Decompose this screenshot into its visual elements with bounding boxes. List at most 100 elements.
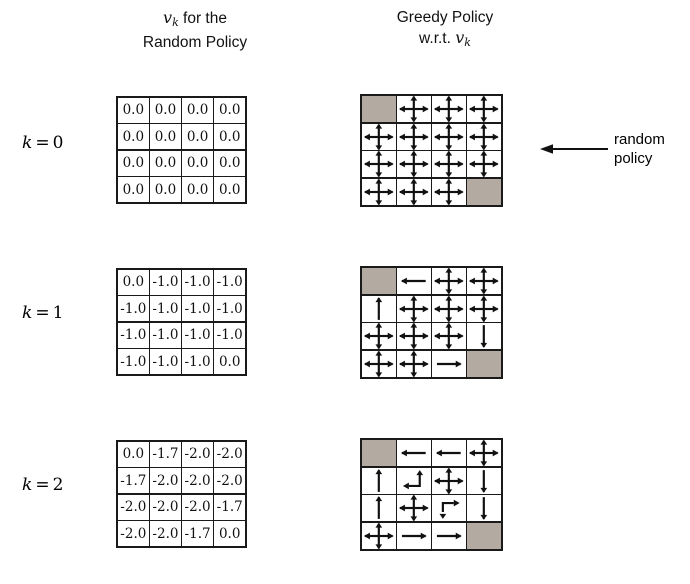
four-way-arrow-icon xyxy=(469,151,500,178)
up-arrow-icon xyxy=(375,468,383,492)
policy-cell xyxy=(467,295,501,322)
iteration-label-k2: k=2 xyxy=(22,475,63,495)
value-cell: -2.0 xyxy=(118,521,149,546)
policy-cell xyxy=(362,295,396,322)
terminal-state-cell xyxy=(362,96,396,123)
four-way-arrow-icon xyxy=(434,96,464,123)
value-cell: -2.0 xyxy=(214,442,245,467)
four-way-arrow-icon xyxy=(399,350,429,377)
policy-cell xyxy=(362,151,396,178)
right-arrow-icon xyxy=(437,360,462,368)
value-cell: -1.0 xyxy=(150,322,181,348)
policy-cell xyxy=(467,467,501,494)
value-cell: -1.0 xyxy=(118,349,149,374)
values-header-line2: Random Policy xyxy=(142,34,248,52)
value-cell: -1.0 xyxy=(150,349,181,374)
right-arrow-icon xyxy=(437,532,462,540)
k-value: 2 xyxy=(52,475,64,495)
iteration-label-k0: k=0 xyxy=(22,133,63,153)
value-cell: 0.0 xyxy=(150,124,181,150)
value-cell: -1.0 xyxy=(182,349,213,374)
four-way-arrow-icon xyxy=(469,123,500,150)
value-cell: -2.0 xyxy=(214,468,245,494)
value-cell: -1.0 xyxy=(182,270,213,295)
policy-cell xyxy=(432,522,466,549)
four-way-arrow-icon xyxy=(363,522,394,549)
right-arrow-icon xyxy=(402,532,427,540)
value-cell: 0.0 xyxy=(150,98,181,123)
policy-cell xyxy=(432,268,466,295)
value-cell: -1.7 xyxy=(150,442,181,467)
policy-cell xyxy=(432,350,466,377)
values-header-rest: for the xyxy=(178,10,227,27)
value-cell: 0.0 xyxy=(118,150,149,176)
policy-cell xyxy=(397,96,431,123)
policy-cell xyxy=(432,467,466,494)
policy-cell xyxy=(362,323,396,350)
four-way-arrow-icon xyxy=(469,295,500,322)
four-way-arrow-icon xyxy=(399,295,429,322)
four-way-arrow-icon xyxy=(363,123,394,150)
four-way-arrow-icon xyxy=(434,295,464,322)
policy-cell xyxy=(362,495,396,522)
equals-symbol: = xyxy=(35,133,50,153)
value-cell: -2.0 xyxy=(150,494,181,520)
k-symbol: k xyxy=(22,475,33,495)
policy-cell xyxy=(467,123,501,150)
four-way-arrow-icon xyxy=(469,268,500,295)
value-cell: 0.0 xyxy=(182,150,213,176)
policy-cell xyxy=(432,440,466,467)
values-header-line1: vk for the xyxy=(105,8,285,33)
four-way-arrow-icon xyxy=(434,323,464,350)
value-cell: 0.0 xyxy=(182,177,213,202)
value-cell: 0.0 xyxy=(118,270,149,295)
policy-cell xyxy=(432,96,466,123)
value-cell: -1.0 xyxy=(214,270,245,295)
policy-cell xyxy=(397,350,431,377)
policy-header-line1: Greedy Policy xyxy=(396,9,494,26)
value-cell: 0.0 xyxy=(182,98,213,123)
up-left-arrow-icon xyxy=(403,469,424,489)
terminal-state-cell xyxy=(362,268,396,295)
four-way-arrow-icon xyxy=(434,123,464,150)
four-way-arrow-icon xyxy=(363,178,394,205)
four-way-arrow-icon xyxy=(399,495,429,522)
policy-header-line2: w.r.t. vk xyxy=(350,28,540,53)
value-cell: -1.0 xyxy=(214,322,245,348)
four-way-arrow-icon xyxy=(469,96,500,123)
value-cell: 0.0 xyxy=(214,150,245,176)
left-arrow-icon xyxy=(436,449,461,457)
policy-column-header: Greedy Policy w.r.t. vk xyxy=(350,8,540,53)
policy-cell xyxy=(362,123,396,150)
policy-cell xyxy=(467,151,501,178)
value-grid-k1: 0.0-1.0-1.0-1.0-1.0-1.0-1.0-1.0-1.0-1.0-… xyxy=(116,268,247,376)
value-cell: -1.0 xyxy=(182,322,213,348)
value-cell: -2.0 xyxy=(182,468,213,494)
left-arrow-icon xyxy=(401,449,426,457)
value-cell: 0.0 xyxy=(150,177,181,202)
policy-cell xyxy=(467,323,501,350)
value-cell: 0.0 xyxy=(214,177,245,202)
value-grid-k2: 0.0-1.7-2.0-2.0-1.7-2.0-2.0-2.0-2.0-2.0-… xyxy=(116,440,247,548)
four-way-arrow-icon xyxy=(469,440,500,467)
policy-cell xyxy=(467,96,501,123)
value-cell: -1.0 xyxy=(150,270,181,295)
value-cell: -1.7 xyxy=(182,521,213,546)
left-arrow-icon xyxy=(401,277,426,285)
policy-cell xyxy=(467,495,501,522)
four-way-arrow-icon xyxy=(363,323,394,350)
iteration-label-k1: k=1 xyxy=(22,303,63,323)
policy-cell xyxy=(397,268,431,295)
value-cell: 0.0 xyxy=(150,150,181,176)
policy-cell xyxy=(362,522,396,549)
value-cell: -1.7 xyxy=(214,494,245,520)
four-way-arrow-icon xyxy=(434,151,464,178)
policy-cell xyxy=(467,440,501,467)
four-way-arrow-icon xyxy=(363,350,394,377)
annotation-line1: random xyxy=(614,131,665,148)
up-arrow-icon xyxy=(375,296,383,320)
value-cell: -2.0 xyxy=(118,494,149,520)
down-arrow-icon xyxy=(480,497,488,521)
four-way-arrow-icon xyxy=(399,96,429,123)
value-cell: -1.0 xyxy=(150,296,181,322)
